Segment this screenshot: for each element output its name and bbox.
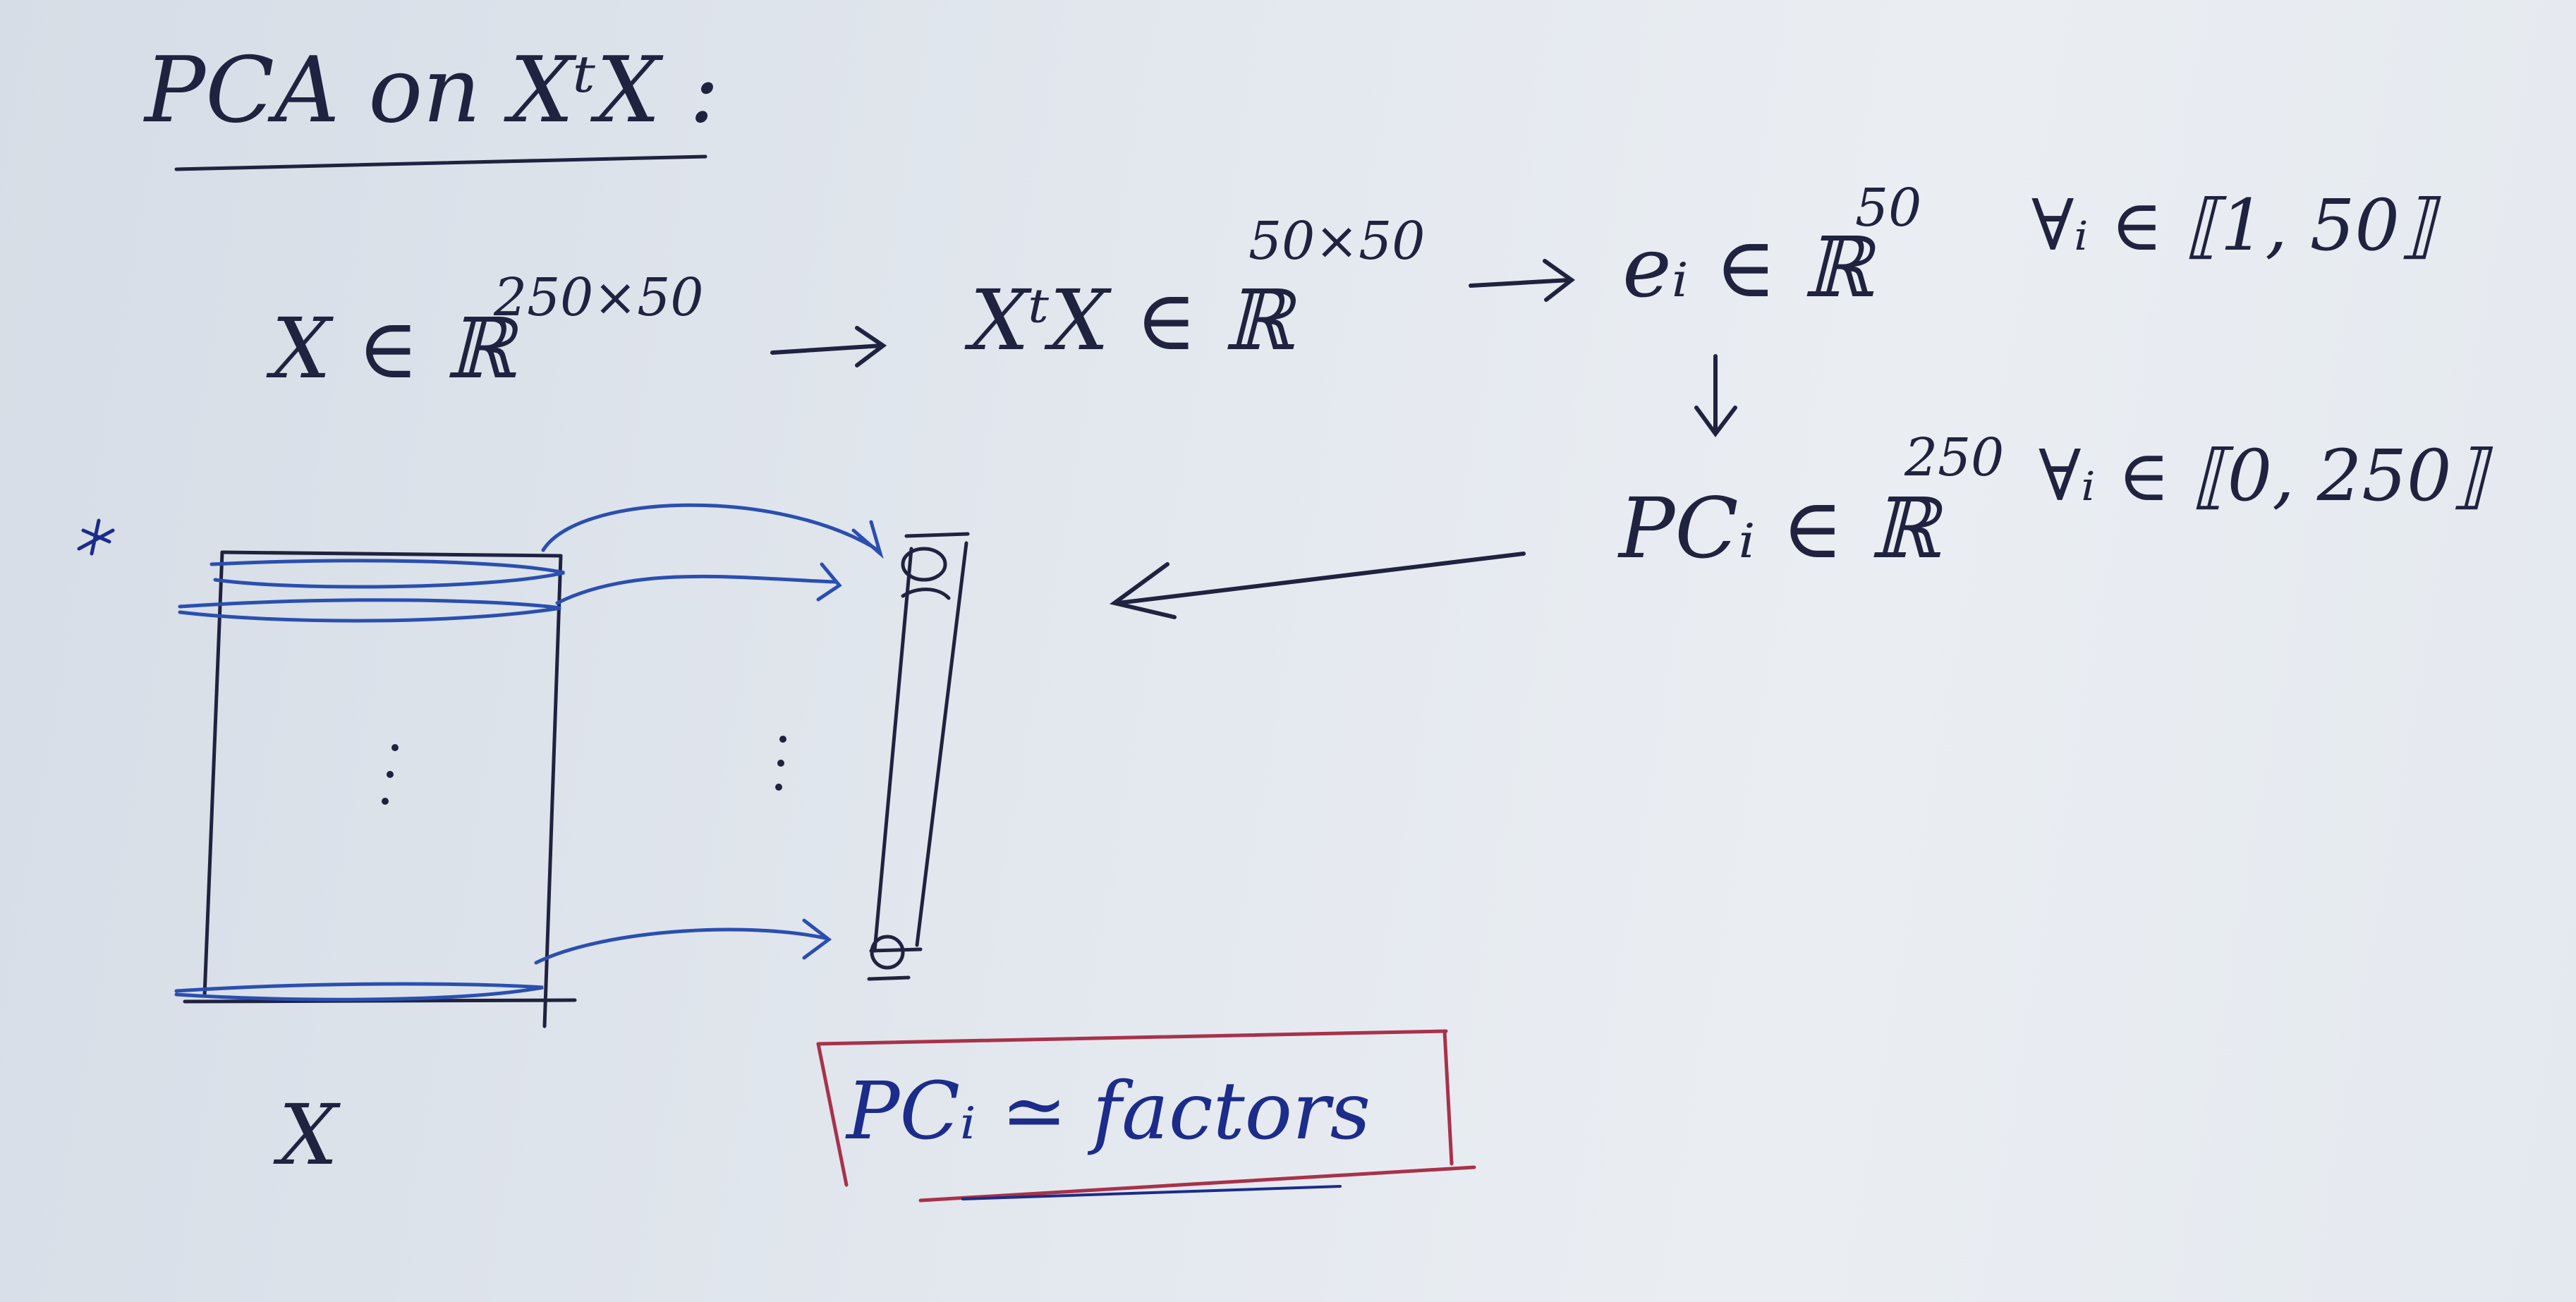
row-highlights [174,559,565,1002]
arrow-x-to-xtx [770,326,887,367]
pc-range: ∀ᵢ ∈ ⟦0, 250⟧ [2039,434,2487,517]
matrix-x-label: X [279,1086,339,1184]
x-dimension: 250×50 [494,267,704,328]
arrow-xtx-to-e [1469,259,1576,302]
pc-dimension: 250 [1904,427,2005,488]
arrow-pc-to-column [1109,552,1526,619]
note-underline [961,1185,1342,1200]
note-box [816,1029,1476,1203]
page-title: PCA on XᵗX : [145,38,719,143]
matrix-ellipsis [382,736,786,805]
eigvec-dimension: 50 [1855,178,1922,238]
eigvec-range: ∀ᵢ ∈ ⟦1, 50⟧ [2031,184,2435,267]
mapping-arrows [534,503,884,965]
arrow-down-e-to-pc [1694,354,1737,438]
xtx-membership: XᵗX ∈ ℝ [970,272,1293,369]
eigvec-membership: eᵢ ∈ ℝ [1622,219,1872,316]
xtx-dimension: 50×50 [1248,211,1426,272]
title-underline [174,154,707,171]
pc-column-vector [867,532,970,981]
pc-membership: PCᵢ ∈ ℝ [1619,480,1939,577]
matrix-x [183,550,577,1028]
boxed-note: PCᵢ ≃ factors [846,1066,1371,1157]
star-mark [77,518,115,556]
x-membership: X ∈ ℝ [272,300,515,397]
